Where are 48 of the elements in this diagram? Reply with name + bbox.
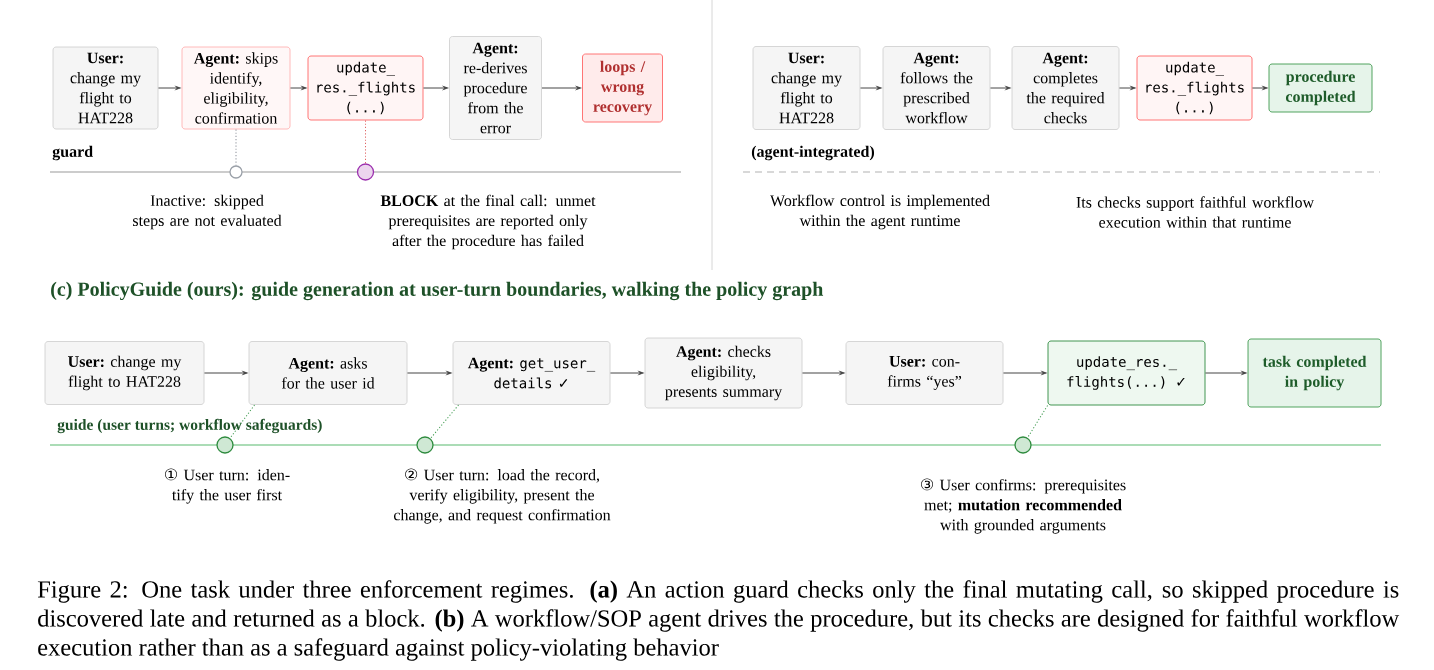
outcome-box: loops / wrong recovery <box>582 53 663 123</box>
step-box: Agent: re-derives procedure from the error <box>449 36 542 140</box>
step-box: Agent: skips identify, eligibility, confirmation <box>181 46 291 130</box>
arrow <box>859 86 882 90</box>
arrow <box>203 371 248 375</box>
track-label: guide (user turns; workflow safeguards) <box>57 418 322 434</box>
arrow <box>406 371 452 375</box>
track-label: guard <box>52 145 93 161</box>
arrow <box>1002 371 1047 375</box>
note-text: Workflow control is implemented within the agent runtime <box>770 194 990 230</box>
outcome-box: procedure completed <box>1268 63 1373 113</box>
annotation-text: ② User turn: load the record, verify eligibility, present the change, and request confirmation <box>394 468 611 524</box>
step-box: User: change my flight to HAT228 <box>752 46 861 130</box>
annotation-text: ③ User confirms: prerequisites met; mutation recommended with grounded arguments <box>921 478 1126 534</box>
step-box: User: change my flight to HAT228 <box>52 46 159 130</box>
arrow <box>541 86 582 90</box>
step-box: User: con- firms “yes” <box>845 341 1004 405</box>
step-box: Agent: checks eligibility, presents summary <box>644 337 803 409</box>
call-box: update_res._ flights(...) ✓ <box>1047 340 1206 406</box>
arrow <box>157 86 181 90</box>
annotation-text: BLOCK at the final call: unmet prerequisites are reported only after the procedure has failed <box>380 194 596 250</box>
leader-line <box>365 119 366 164</box>
annotation-text: ① User turn: iden- tify the user first <box>165 468 290 504</box>
step-box: Agent: get_user_ details ✓ <box>452 341 611 405</box>
call-box: update_ res._flights (...) <box>307 55 424 121</box>
arrow <box>289 86 307 90</box>
arrow <box>422 86 449 90</box>
leader-line <box>229 404 256 439</box>
step-box: Agent: follows the prescribed workflow <box>882 46 991 130</box>
leader-line <box>235 128 237 166</box>
caption: Figure 2: One task under three enforcement regimes. (a) An action guard checks only the final mutating call, so skipped procedure is discovered late and returned as a block. (b) A workflow/SOP agent drives the procedure, but its checks are designed for faithful workflow execution rather than as a safeguard against policy-violating behavior <box>37 580 1400 661</box>
section-heading: (c) PolicyGuide (ours): guide generation at user-turn boundaries, walking the policy graph <box>51 281 824 301</box>
call-box: update_ res._flights (...) <box>1136 55 1253 121</box>
arrow <box>1118 86 1136 90</box>
annotation-text: Inactive: skipped steps are not evaluated <box>133 194 282 230</box>
outcome-box: task completed in policy <box>1247 338 1382 408</box>
leader-line <box>1027 404 1049 439</box>
arrow <box>801 371 845 375</box>
arrow <box>1251 86 1268 90</box>
leader-line <box>430 404 460 439</box>
track-label: (agent-integrated) <box>751 145 875 161</box>
step-box: Agent: completes the required checks <box>1011 46 1120 130</box>
arrow <box>989 86 1011 90</box>
step-box: User: change my flight to HAT228 <box>44 341 205 405</box>
step-box: Agent: asks for the user id <box>248 341 408 405</box>
arrow <box>1204 371 1247 375</box>
note-text: Its checks support faithful workflow execution within that runtime <box>1076 196 1315 228</box>
arrow <box>609 371 644 375</box>
